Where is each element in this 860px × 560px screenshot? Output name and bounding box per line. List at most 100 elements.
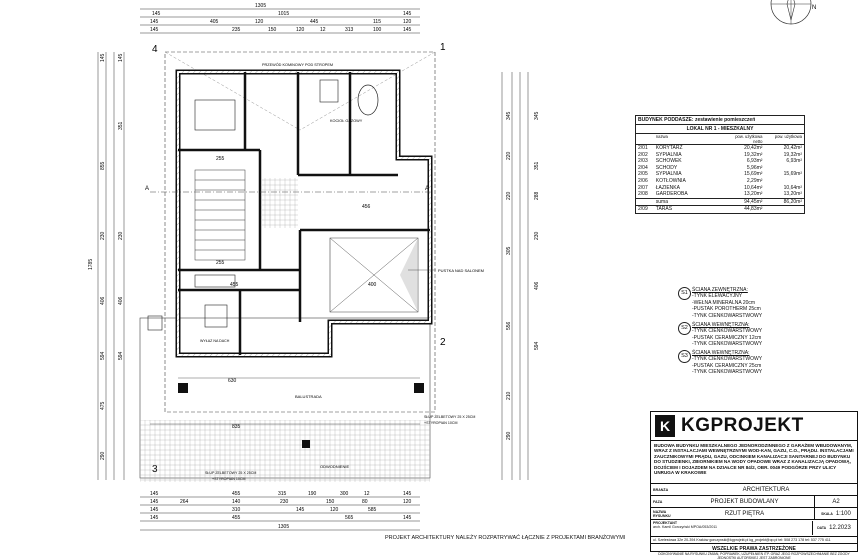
bottom-dim: 140 <box>232 499 241 505</box>
right-dim: 406 <box>534 281 540 290</box>
plan-dim: 630 <box>228 378 237 384</box>
top-dim: 235 <box>232 27 241 33</box>
left-dim: 145 <box>100 53 106 62</box>
right-dim: 345 <box>506 111 512 120</box>
column-note: +STYROPIAN 10CM <box>424 421 457 425</box>
column-note: +STYROPIAN 10CM <box>212 477 245 481</box>
wall-legend-s1: S1 ŚCIANA ZEWNĘTRZNA: -TYNK ELEWACYJNY -… <box>678 287 762 319</box>
gutter-icon <box>302 440 310 448</box>
staircase <box>194 169 246 261</box>
top-dim: 145 <box>152 11 161 17</box>
right-dim: 230 <box>534 231 540 240</box>
top-dim: 120 <box>403 19 412 25</box>
right-dim: 351 <box>534 161 540 170</box>
balustrade-note: BALUSTRADA <box>295 394 322 399</box>
left-total-dim: 1785 <box>88 259 94 270</box>
bottom-dim: 145 <box>150 515 159 521</box>
boiler-icon <box>319 79 339 103</box>
top-dim: 445 <box>310 19 319 25</box>
bottom-dimension-lines <box>140 496 420 531</box>
left-dim: 290 <box>100 451 106 460</box>
left-dim: 230 <box>100 231 106 240</box>
company-logo: K KGPROJEKT <box>651 412 857 441</box>
top-dim: 145 <box>403 27 412 33</box>
bottom-dim: 565 <box>345 515 354 521</box>
wall-badge: S1 <box>678 287 691 300</box>
column-icon <box>414 383 424 393</box>
right-dimension-lines <box>501 72 529 480</box>
top-dim: 100 <box>373 27 382 33</box>
axis-label-2: 2 <box>440 337 446 348</box>
wall-legend-s3: S3 ŚCIANA WEWNĘTRZNA: -TYNK CIENKOWARSTW… <box>678 350 762 376</box>
void-note: PUSTKA NAD SALONEM <box>438 268 484 273</box>
author-name: arch. Kamil Gorczyński MPOA/053/2011 <box>653 525 718 529</box>
column-icon <box>178 383 188 393</box>
axis-label-1: 1 <box>440 42 446 53</box>
left-dim: 406 <box>100 296 106 305</box>
top-dim: 150 <box>268 27 277 33</box>
sheet-number: A2 <box>814 496 857 507</box>
bottom-dim: 80 <box>362 499 368 505</box>
right-dim: 305 <box>506 246 512 255</box>
bottom-dim: 230 <box>280 499 289 505</box>
bottom-dim: 145 <box>150 499 159 505</box>
top-dim: 120 <box>296 27 305 33</box>
top-dim: 145 <box>150 19 159 25</box>
branch-value: ARCHITEKTURA <box>742 486 790 493</box>
bottom-dim: 145 <box>150 507 159 513</box>
room-schedule-table: BUDYNEK PODDASZE: zestawienie pomieszcze… <box>635 115 805 214</box>
bottom-dim: 264 <box>180 499 189 505</box>
top-dim: 120 <box>255 19 264 25</box>
rights-notice: WSZELKIE PRAWA ZASTRZEŻONE <box>712 546 796 552</box>
bottom-dim: 150 <box>326 499 335 505</box>
plan-dim: 835 <box>232 424 241 430</box>
bed-icon <box>194 99 236 131</box>
left-dim: 855 <box>100 161 106 170</box>
plan-dim: 456 <box>362 204 371 210</box>
plan-dim: 255 <box>216 260 225 266</box>
boiler-note: KOCIOŁ GAZOWY <box>330 119 363 123</box>
room-table-subtitle: LOKAL NR 1 - MIESZKALNY <box>636 125 804 134</box>
north-arrow-icon <box>770 0 812 25</box>
outer-walls <box>175 69 433 358</box>
left-dimension-lines <box>97 52 125 480</box>
section-mark-left: A <box>145 186 149 192</box>
bottom-dim: 300 <box>340 491 349 497</box>
bottom-dim: 145 <box>403 515 412 521</box>
right-dim: 556 <box>506 321 512 330</box>
bottom-dim: 455 <box>232 515 241 521</box>
plan-dim: 455 <box>230 282 239 288</box>
drawing-name: RZUT PIĘTRA <box>724 510 765 517</box>
wardrobe-icon <box>204 304 228 328</box>
bottom-dim: 455 <box>232 491 241 497</box>
column-note: SŁUP ŻELBETOWY 25 X 25CM <box>424 414 475 419</box>
col-area2: pow. użytkowa <box>774 134 802 139</box>
room-table-header: nazwa pow. użytkowa netto pow. użytkowa <box>636 134 804 145</box>
left-dim: 351 <box>118 121 124 130</box>
right-dim: 210 <box>506 391 512 400</box>
right-dim: 345 <box>534 111 540 120</box>
right-dim: 220 <box>506 191 512 200</box>
right-dim: 290 <box>506 431 512 440</box>
logo-text: KGPROJEKT <box>681 415 804 436</box>
top-dim: 12 <box>320 27 326 33</box>
bottom-dim: 12 <box>364 491 370 497</box>
plan-dim: 255 <box>216 156 225 162</box>
top-dim: 405 <box>210 19 219 25</box>
interior-walls <box>178 72 430 355</box>
wall-legend-s2: S2 ŚCIANA WEWNĘTRZNA: -TYNK CIENKOWARSTW… <box>678 322 762 348</box>
rights-subnotice: DOKONYWANIE NA RYSUNKU ZMIAN, POPRAWEK, … <box>658 552 850 560</box>
top-dimension-lines <box>140 8 420 34</box>
roof-outline <box>164 51 436 413</box>
bottom-dim: 315 <box>278 491 287 497</box>
bottom-dim: 145 <box>296 507 305 513</box>
